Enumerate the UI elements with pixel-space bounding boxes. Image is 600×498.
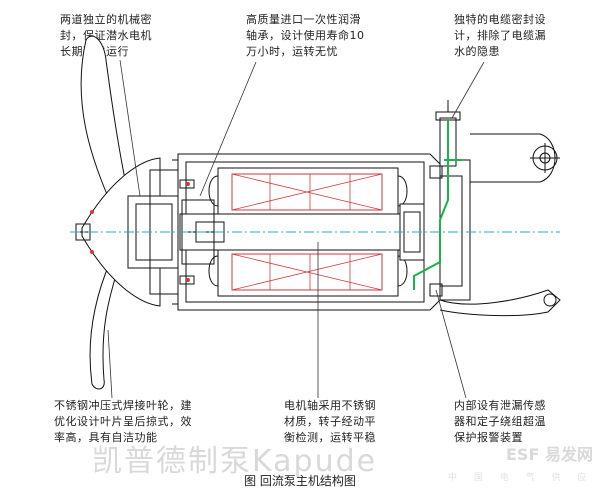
rear-cover [440, 159, 471, 301]
rotor-upper [231, 173, 383, 211]
callout-motor-shaft: 电机轴采用不锈钢 材质，转子经动平 衡检测，运转平稳 [284, 399, 376, 444]
figure-caption: 图 回流泵主机结构图 [244, 474, 356, 488]
watermark-text: 凯普德制泵Kapude [92, 444, 378, 479]
callout-leaders [107, 59, 485, 399]
impeller-blade-lower [89, 261, 121, 390]
nose-bolt [75, 223, 91, 241]
brand-subtitle: 中 国 电 气 供 应 商 [448, 473, 600, 483]
rotor-lower [231, 253, 383, 291]
support-foot [439, 289, 561, 317]
brand-logo: ESF 易发网 [506, 445, 593, 464]
impeller-blade-upper [80, 35, 133, 221]
stator-windings [231, 173, 383, 291]
callout-leak-sensor: 内部设有泄漏传感 器和定子绕组超温 保护报警装置 [454, 399, 546, 444]
sensor-cable [413, 120, 449, 290]
callout-bearing: 高质量进口一次性润滑 轴承，设计使用寿命10 万小时，运转无忧 [246, 13, 365, 58]
callout-impeller: 不锈钢冲压式焊接叶轮，建 优化设计叶片呈后掠式，效 率高，具有自洁功能 [54, 399, 192, 444]
callout-mechanical-seal: 两道独立的机械密 封，保证潜水电机 长期可靠运行 [60, 13, 152, 58]
callout-cable-seal: 独特的电缆密封设 计，排除了电缆漏 水的隐患 [454, 13, 546, 58]
